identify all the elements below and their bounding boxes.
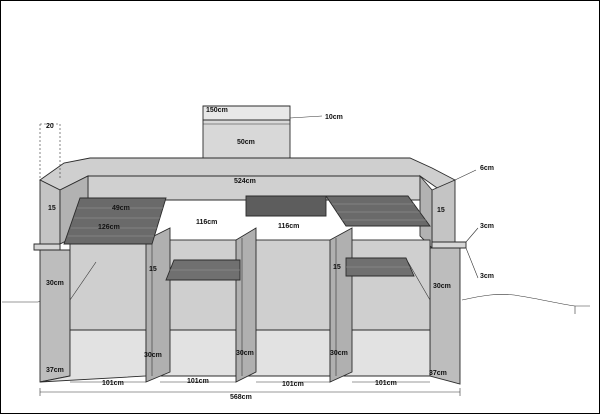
label-chimney-width: 150cm	[206, 107, 228, 114]
label-cap-thickness: 6cm	[480, 165, 494, 172]
right-counter-slats	[332, 203, 426, 221]
left-counter-top	[63, 197, 167, 245]
divider-right	[329, 227, 353, 383]
right-outer-wall	[429, 247, 461, 385]
label-bay1-width: 101cm	[102, 380, 124, 387]
mid-counter-top	[245, 195, 327, 217]
label-right-inner-shelf: 15	[333, 264, 341, 271]
label-bay4-width: 101cm	[375, 380, 397, 387]
left-counter-slats	[68, 207, 163, 237]
divider-mid	[235, 227, 257, 383]
label-right-ledge-thickness: 3cm	[480, 223, 494, 230]
label-right-side-height: 30cm	[433, 283, 451, 290]
label-bay3-width: 101cm	[282, 381, 304, 388]
label-inner-left-height: 30cm	[144, 352, 162, 359]
bay1-floor	[39, 329, 147, 383]
bay1-edge	[69, 261, 97, 301]
label-left-top-shelf-width: 49cm	[112, 205, 130, 212]
right-counter-top	[325, 195, 431, 227]
right-pillar-face	[431, 179, 456, 249]
label-right-lower-ledge: 3cm	[480, 273, 494, 280]
chimney-top	[202, 105, 291, 121]
left-ledge	[33, 243, 61, 251]
label-chimney-height: 50cm	[237, 139, 255, 146]
label-bay2-width: 101cm	[187, 378, 209, 385]
dimension-guides	[39, 115, 479, 396]
label-pillar-top: 20	[46, 123, 54, 130]
label-mid-left-span: 116cm	[196, 219, 217, 226]
label-inner-mid-height: 30cm	[236, 350, 254, 357]
left-outer-wall	[39, 249, 71, 383]
right-pillar-side	[419, 174, 433, 250]
label-right-upper-height: 15	[437, 207, 445, 214]
label-right-base-depth: 37cm	[429, 370, 447, 377]
label-back-wall-width: 524cm	[234, 178, 256, 185]
left-pillar-face	[39, 179, 61, 251]
label-mid-right-span: 116cm	[278, 223, 299, 230]
label-left-top-shelf-length: 126cm	[98, 224, 120, 231]
label-chimney-depth: 10cm	[325, 114, 343, 121]
bay4-edge	[407, 261, 431, 301]
label-left-inner-shelf: 15	[149, 266, 157, 273]
label-left-side-height: 30cm	[46, 280, 64, 287]
label-inner-right-height: 30cm	[330, 350, 348, 357]
label-left-base-depth: 37cm	[46, 367, 64, 374]
right-ledge	[431, 241, 467, 249]
label-total-width: 568cm	[230, 394, 252, 401]
label-left-upper-height: 15	[48, 205, 56, 212]
